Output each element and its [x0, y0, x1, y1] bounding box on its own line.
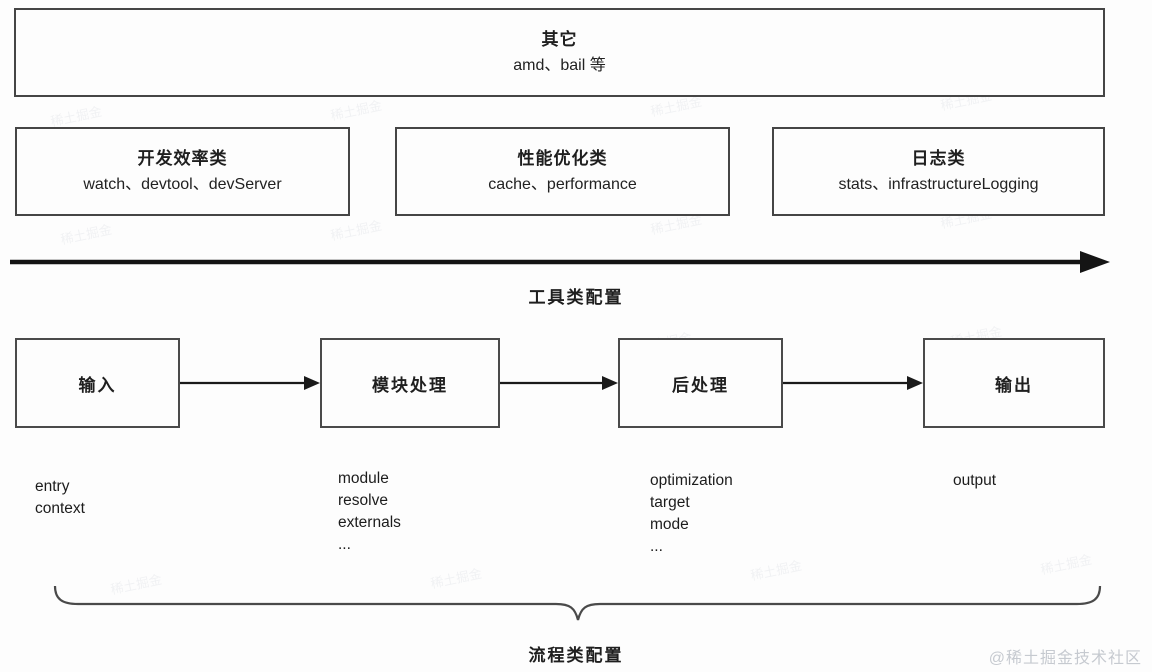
tool-box-options: stats、infrastructureLogging: [838, 175, 1039, 193]
option-item: optimization: [650, 472, 733, 489]
module-options-list: module resolve externals ...: [338, 468, 401, 556]
flow-box-input: 输入: [15, 338, 180, 428]
post-processing-options-list: optimization target mode ...: [650, 470, 733, 558]
flow-box-post-processing: 后处理: [618, 338, 783, 428]
ghost-watermark: 稀土掘金: [109, 571, 164, 598]
tool-box-options: cache、performance: [488, 175, 637, 193]
misc-config-box: 其它 amd、bail 等: [14, 8, 1105, 97]
ghost-watermark: 稀土掘金: [329, 217, 384, 244]
ghost-watermark: 稀土掘金: [59, 221, 114, 248]
ghost-watermark: 稀土掘金: [749, 557, 804, 584]
option-item: externals: [338, 514, 401, 531]
tool-box-performance: 性能优化类 cache、performance: [395, 127, 730, 216]
flow-box-label: 模块处理: [372, 375, 448, 395]
output-options-list: output: [953, 470, 996, 492]
site-watermark: @稀土掘金技术社区: [988, 650, 1142, 667]
flow-box-label: 输入: [78, 375, 117, 395]
tool-box-title: 日志类: [911, 148, 966, 168]
option-item: mode: [650, 516, 689, 533]
option-item: module: [338, 470, 389, 487]
ghost-watermark: 稀土掘金: [1039, 551, 1094, 578]
tool-box-title: 性能优化类: [517, 148, 608, 168]
tool-box-title: 开发效率类: [137, 148, 228, 168]
flow-box-label: 后处理: [672, 375, 729, 395]
misc-config-title: 其它: [541, 29, 578, 49]
misc-config-options: amd、bail 等: [513, 56, 606, 74]
tool-box-dev-efficiency: 开发效率类 watch、devtool、devServer: [15, 127, 350, 216]
tool-box-logging: 日志类 stats、infrastructureLogging: [772, 127, 1105, 216]
flow-box-module-processing: 模块处理: [320, 338, 500, 428]
ghost-watermark: 稀土掘金: [329, 97, 384, 124]
flow-config-brace: [53, 585, 1102, 621]
tool-box-options: watch、devtool、devServer: [83, 175, 282, 193]
option-item: ...: [338, 536, 351, 553]
option-item: output: [953, 472, 997, 489]
input-options-list: entry context: [35, 476, 85, 520]
option-item: resolve: [338, 492, 388, 509]
flow-axis-label: 流程类配置: [528, 646, 624, 665]
option-item: entry: [35, 478, 70, 495]
option-item: ...: [650, 538, 663, 555]
ghost-watermark: 稀土掘金: [429, 565, 484, 592]
tool-axis-label: 工具类配置: [528, 288, 624, 307]
flow-box-output: 输出: [923, 338, 1105, 428]
option-item: target: [650, 494, 690, 511]
ghost-watermark: 稀土掘金: [49, 103, 104, 130]
option-item: context: [35, 500, 85, 517]
flow-box-label: 输出: [995, 375, 1033, 395]
